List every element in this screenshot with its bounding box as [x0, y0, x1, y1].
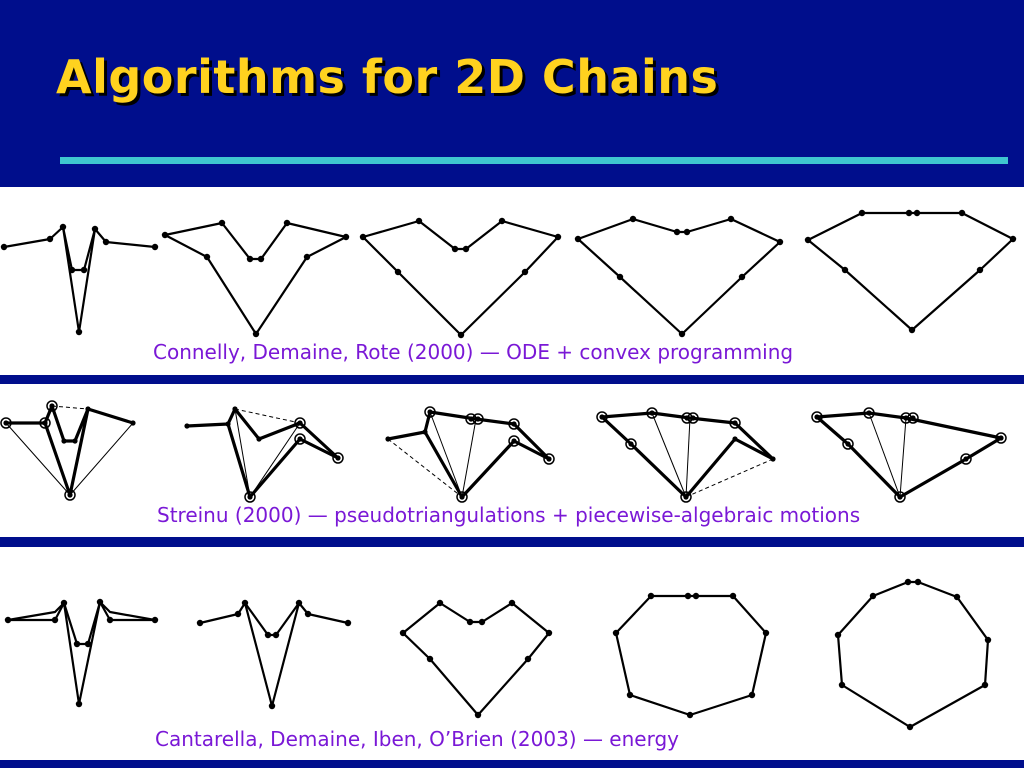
- chain-sequence-1: [0, 209, 1017, 339]
- title-rule: [60, 157, 1008, 164]
- panel-cantarella-demaine-iben-obrien: Cantarella, Demaine, Iben, O’Brien (2003…: [0, 547, 1024, 760]
- caption-connelly-demaine-rote: Connelly, Demaine, Rote (2000) — ODE + c…: [153, 340, 794, 364]
- ring-joints-2: [0, 400, 1007, 503]
- chain-sequence-3: [4, 578, 992, 731]
- chain-3-5: [836, 580, 990, 729]
- panel-connelly-demaine-rote: Connelly, Demaine, Rote (2000) — ODE + c…: [0, 187, 1024, 375]
- chain-1-4: [577, 217, 781, 336]
- chain-1-3: [362, 219, 559, 337]
- chain-3-2: [199, 601, 349, 708]
- caption-streinu: Streinu (2000) — pseudotriangulations + …: [157, 503, 861, 527]
- dashed-struts-2: [51, 405, 1002, 498]
- chain-1-joints: [0, 209, 1017, 339]
- chains-2: [6, 404, 1002, 499]
- caption-cantarella-demaine-iben-obrien: Cantarella, Demaine, Iben, O’Brien (2003…: [155, 727, 679, 751]
- joints-3: [4, 578, 992, 731]
- chain-1-1: [3, 225, 156, 334]
- chain-sequence-2: [0, 400, 1007, 503]
- chain-1-2: [164, 221, 347, 336]
- chain-3-1: [7, 600, 156, 706]
- chain-3-4: [614, 594, 768, 717]
- panel-streinu: Streinu (2000) — pseudotriangulations + …: [0, 384, 1024, 537]
- slide-title: Algorithms for 2D Chains: [56, 50, 719, 104]
- joints-2: [3, 403, 1004, 500]
